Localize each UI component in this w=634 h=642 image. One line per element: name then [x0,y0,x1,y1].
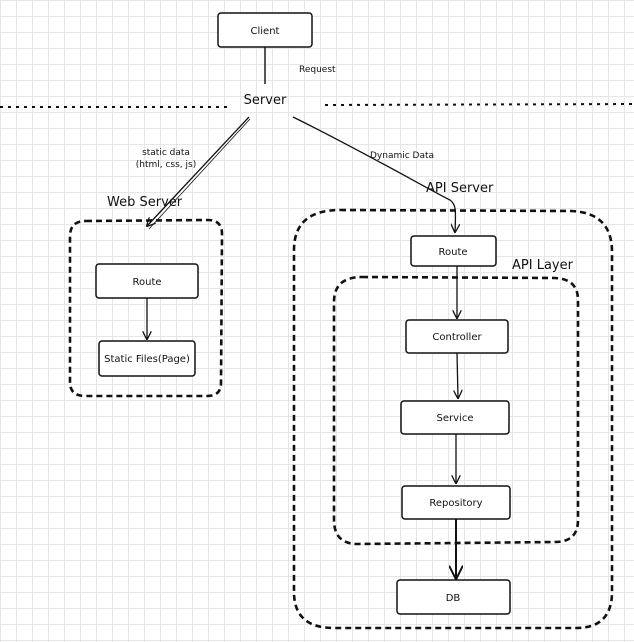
edge-server-api-route [292,116,455,232]
static-files-label: Static Files(Page) [104,354,190,365]
server-label: Server [244,93,287,108]
edge-dynamic-data-label: Dynamic Data [370,151,434,161]
edge-static-data-sub: (html, css, js) [136,160,196,170]
api-layer-label: API Layer [512,258,574,273]
node-api-route[interactable]: Route [410,235,497,267]
controller-label: Controller [432,332,482,343]
web-server-label: Web Server [107,195,183,210]
node-service[interactable]: Service [400,400,510,435]
db-label: DB [446,593,461,604]
web-route-label: Route [132,277,161,288]
node-repository[interactable]: Repository [401,485,511,520]
edge-server-web-route [147,116,250,226]
web-server-group [68,218,224,398]
node-controller[interactable]: Controller [405,319,509,354]
api-route-label: Route [438,247,467,258]
api-layer-group [332,275,580,546]
node-db[interactable]: DB [396,579,511,615]
node-static-files[interactable]: Static Files(Page) [98,340,196,377]
node-web-route[interactable]: Route [95,263,199,299]
edge-controller-service [457,352,458,398]
separator-right [324,103,634,106]
service-label: Service [437,413,474,424]
edge-request-label: Request [299,65,336,75]
node-client[interactable]: Client [217,12,313,48]
client-label: Client [251,26,280,37]
api-server-group [292,208,614,630]
edge-static-data-label: static data [142,148,190,158]
api-server-label: API Server [426,181,494,196]
repository-label: Repository [429,498,482,509]
